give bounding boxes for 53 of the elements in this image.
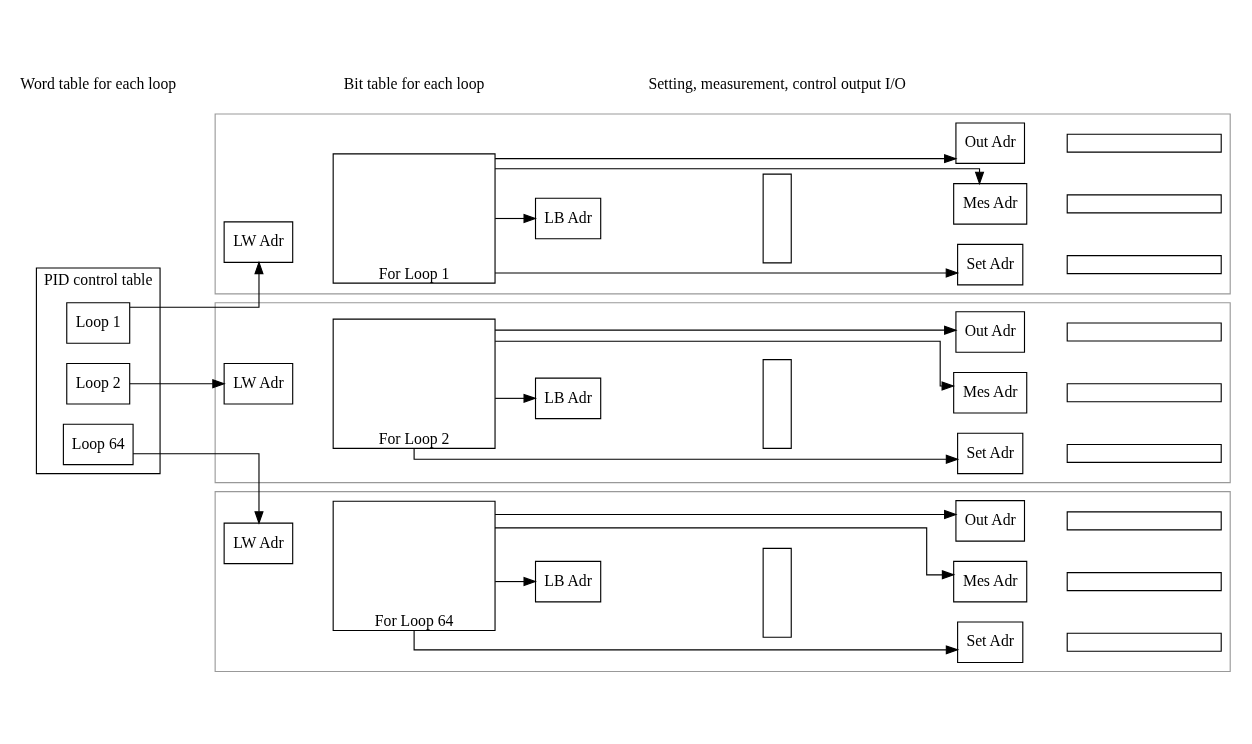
node-box: Out Adr [955, 121, 1026, 164]
node-box: Set Adr [957, 243, 1024, 285]
arrow [494, 213, 537, 223]
arrow [413, 629, 960, 655]
label: Word table for each loop [20, 74, 177, 92]
node-box: LB Adr [534, 377, 602, 419]
node-box [1066, 443, 1222, 463]
node-box: For Loop 2 [332, 318, 496, 449]
node-box [1066, 133, 1222, 153]
arrow [413, 447, 960, 464]
node-box [1066, 510, 1222, 530]
node-box [1066, 632, 1222, 652]
node-box: For Loop 1 [332, 152, 496, 284]
label: Setting, measurement, control output I/O [648, 74, 906, 92]
node-box: Set Adr [957, 621, 1024, 663]
node-box: Out Adr [955, 499, 1026, 542]
node-box: Loop 2 [66, 362, 131, 405]
cluster [214, 490, 1231, 672]
arrow [494, 340, 956, 391]
arrow [132, 452, 264, 525]
node-box [1066, 382, 1222, 402]
node-box: LB Adr [534, 197, 602, 239]
node-box: Mes Adr [953, 560, 1028, 602]
node-box: Loop 1 [66, 301, 131, 344]
arrow [129, 260, 264, 308]
node-box [1066, 254, 1222, 274]
node-bar [762, 547, 792, 638]
arrow [494, 393, 537, 403]
arrow [494, 267, 960, 278]
node-box: Set Adr [957, 432, 1024, 474]
arrow [494, 167, 985, 185]
node-box: LW Adr [223, 220, 294, 263]
node-box: LW Adr [223, 362, 294, 405]
node-box [1066, 322, 1222, 342]
node-bar [762, 358, 792, 449]
node-bar [762, 173, 792, 263]
arrow [494, 576, 537, 586]
arrow [494, 153, 958, 163]
node-box [1066, 193, 1222, 213]
cluster [214, 112, 1231, 294]
node-box: Mes Adr [953, 371, 1028, 414]
node-box [1066, 571, 1222, 591]
arrow [494, 526, 956, 580]
node-box: Out Adr [955, 310, 1026, 353]
arrow [494, 324, 958, 335]
label: Bit table for each loop [343, 74, 485, 92]
arrow [494, 509, 958, 519]
node-box: For Loop 64 [332, 500, 496, 631]
node-box: LW Adr [223, 522, 294, 564]
arrow [129, 378, 226, 388]
node-box: Loop 64 [62, 423, 134, 465]
node-box: Mes Adr [953, 182, 1028, 225]
node-box: LB Adr [534, 560, 602, 602]
